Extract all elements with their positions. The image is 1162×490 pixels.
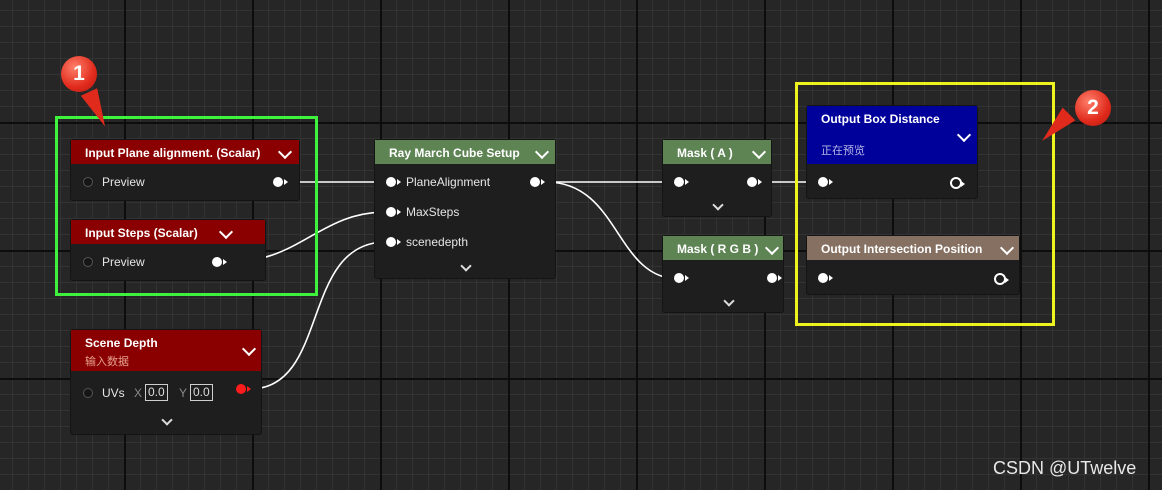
expand-chevron-icon[interactable] <box>723 295 735 307</box>
wire-scenedepth-to-scenedepth[interactable] <box>249 241 387 390</box>
pin-input-uvs[interactable] <box>83 388 93 398</box>
node-input-steps[interactable]: Input Steps (Scalar) Preview <box>71 220 265 280</box>
node-title: Output Intersection Position <box>821 242 983 256</box>
node-subtitle: 正在预览 <box>821 145 865 157</box>
node-title: Output Box Distance <box>821 112 940 126</box>
node-ray-march-cube-setup[interactable]: Ray March Cube Setup PlaneAlignment MaxS… <box>375 140 555 278</box>
expand-chevron-icon[interactable] <box>712 199 724 211</box>
y-value-field[interactable]: 0.0 <box>190 384 213 401</box>
node-title: Ray March Cube Setup <box>389 146 520 160</box>
annotation-frame-2 <box>795 82 1055 326</box>
pin-input-maxsteps[interactable] <box>386 207 401 217</box>
y-label: Y <box>179 386 188 400</box>
expand-chevron-icon[interactable] <box>460 260 472 272</box>
node-header[interactable]: Input Plane alignment. (Scalar) <box>71 140 299 164</box>
node-title: Scene Depth <box>85 336 158 350</box>
watermark: CSDN @UTwelve <box>993 458 1137 478</box>
annotation-badge-2: 2 <box>1075 90 1111 126</box>
pin-label-maxsteps: MaxSteps <box>406 205 460 219</box>
pin-input-scenedepth[interactable] <box>386 237 401 247</box>
pin-label-scenedepth: scenedepth <box>406 235 469 249</box>
node-mask-rgb[interactable]: Mask ( R G B ) <box>663 236 783 312</box>
x-value-field[interactable]: 0.0 <box>145 384 168 401</box>
pin-input-planealignment[interactable] <box>386 177 401 187</box>
pin-output[interactable] <box>530 177 545 187</box>
pin-label-preview: Preview <box>102 255 145 269</box>
pin-label-planealignment: PlaneAlignment <box>406 175 491 189</box>
pin-output[interactable] <box>950 177 965 189</box>
node-title: Mask ( A ) <box>677 146 733 160</box>
pin-output[interactable] <box>767 273 782 283</box>
node-title: Input Steps (Scalar) <box>85 226 198 240</box>
node-output-intersection-position[interactable]: Output Intersection Position <box>807 236 1019 294</box>
node-input-plane-alignment[interactable]: Input Plane alignment. (Scalar) Preview <box>71 140 299 200</box>
node-header[interactable]: Mask ( R G B ) <box>663 236 783 260</box>
pin-label-uvs: UVs <box>102 386 125 400</box>
annotation-badge-1: 1 <box>61 56 97 92</box>
node-output-box-distance[interactable]: Output Box Distance 正在预览 <box>807 106 977 198</box>
x-label: X <box>134 386 143 400</box>
node-subtitle: 输入数据 <box>85 356 129 368</box>
pin-input[interactable] <box>674 177 689 187</box>
expand-chevron-icon[interactable] <box>161 414 173 426</box>
pin-output[interactable] <box>273 177 288 187</box>
node-header[interactable]: Output Intersection Position <box>807 236 1019 260</box>
node-header[interactable]: Mask ( A ) <box>663 140 771 164</box>
annotation-frame-1 <box>55 116 318 296</box>
pin-output[interactable] <box>212 257 227 267</box>
pin-output[interactable] <box>747 177 762 187</box>
pin-input[interactable] <box>818 177 833 187</box>
wire-raymarch-to-mask-rgb[interactable] <box>545 181 680 280</box>
node-mask-a[interactable]: Mask ( A ) <box>663 140 771 216</box>
pin-label-preview: Preview <box>102 175 145 189</box>
pin-output[interactable] <box>994 273 1009 285</box>
node-header[interactable]: Scene Depth 输入数据 <box>71 330 261 371</box>
node-header[interactable]: Output Box Distance 正在预览 <box>807 106 977 164</box>
pin-input[interactable] <box>818 273 833 283</box>
pin-input-preview[interactable] <box>83 257 93 267</box>
node-title: Mask ( R G B ) <box>677 242 759 256</box>
node-scene-depth[interactable]: Scene Depth 输入数据 UVs X 0.0 Y 0.0 <box>71 330 261 434</box>
node-header[interactable]: Input Steps (Scalar) <box>71 220 265 244</box>
pin-input-preview[interactable] <box>83 177 93 187</box>
node-title: Input Plane alignment. (Scalar) <box>85 146 261 160</box>
node-header[interactable]: Ray March Cube Setup <box>375 140 555 164</box>
pin-input[interactable] <box>674 273 689 283</box>
pin-output[interactable] <box>236 384 251 394</box>
